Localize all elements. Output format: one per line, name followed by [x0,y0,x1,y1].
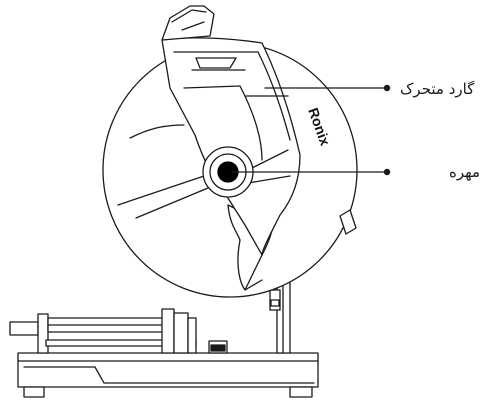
saw-base [17,352,319,398]
nut-leader-dot [383,168,391,176]
guard-callout-label: گارد متحرک [400,80,475,98]
motor-housing [161,5,215,41]
blade-segment-lines [117,124,209,219]
nut-callout-label: مهره [449,163,481,181]
guard-leader-dot [383,84,391,92]
vise-assembly [9,308,197,354]
switch-block [208,340,228,354]
callout-leaders [231,84,391,176]
